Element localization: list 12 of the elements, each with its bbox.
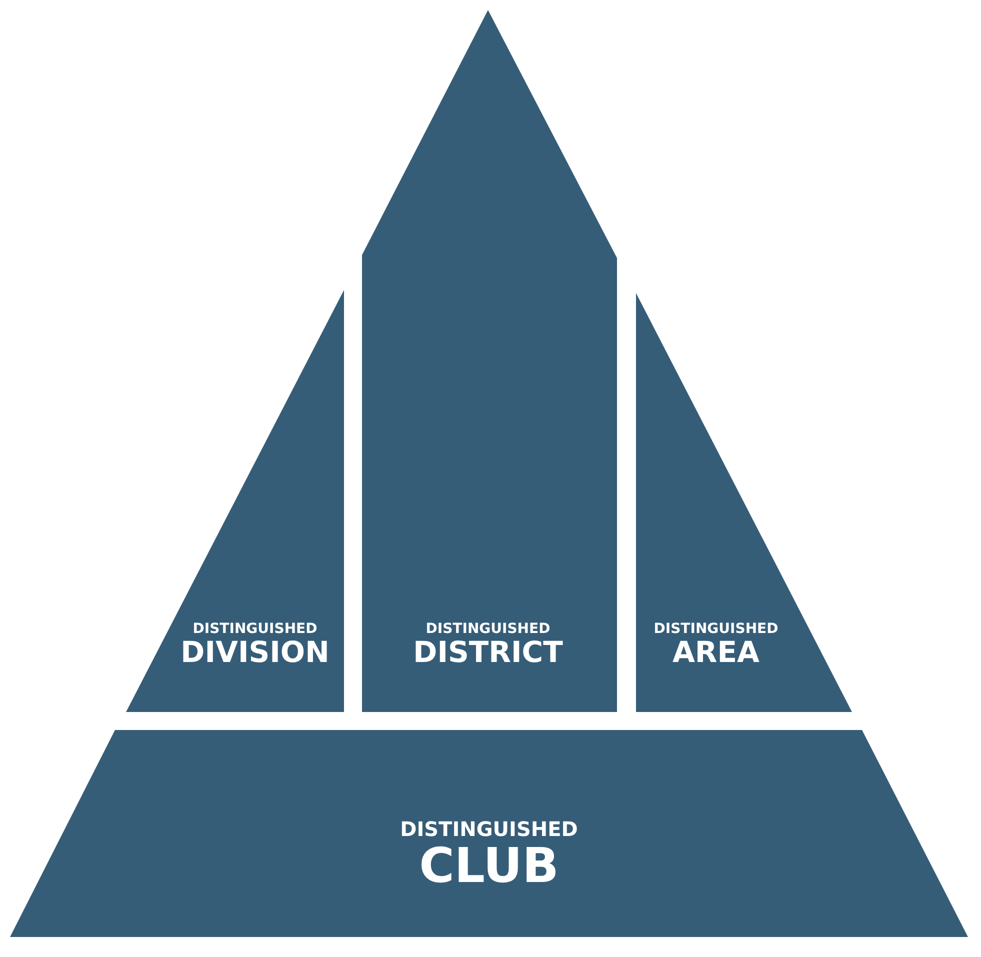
- pyramid-section: [126, 290, 344, 712]
- pyramid-section: [10, 730, 968, 937]
- tier-title: CLUB: [418, 840, 560, 893]
- tier-subtitle: DISTINGUISHED: [400, 818, 578, 840]
- tier-subtitle: DISTINGUISHED: [424, 622, 552, 638]
- tier-subtitle: DISTINGUISHED: [654, 622, 778, 638]
- tier-title: DISTRICT: [413, 637, 563, 670]
- tier-title: DIVISION: [180, 637, 330, 670]
- tier-subtitle: DISTINGUISHED: [192, 622, 318, 638]
- tier-title: AREA: [671, 637, 760, 670]
- pyramid-section: [362, 10, 617, 712]
- pyramid-section: [636, 293, 852, 712]
